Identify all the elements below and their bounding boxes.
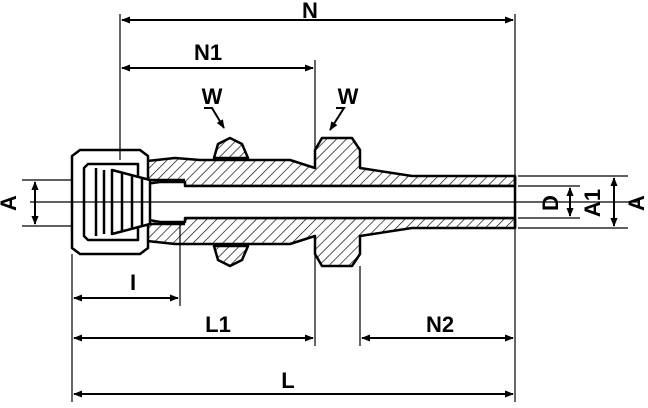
label-D: D [538,195,563,211]
dimension-lines [31,16,618,398]
labels: N N1 W W A D A1 A I L1 N2 L [0,0,648,393]
nut-ring-sections [212,136,250,268]
fitting-body [136,136,517,268]
lower-ring [212,244,250,268]
label-N: N [302,0,318,23]
label-W-right: W [338,84,359,109]
extension-lines [22,14,628,402]
label-L1: L1 [205,312,231,337]
label-A1: A1 [580,189,605,217]
body-upper-section [136,136,517,188]
label-N2: N2 [426,312,454,337]
label-L: L [281,368,294,393]
label-I: I [130,270,136,295]
label-W-left: W [202,84,223,109]
upper-ring [212,136,250,160]
body-lower-section [136,216,517,268]
label-A-left: A [0,195,21,211]
label-A-right: A [624,195,648,211]
w-leaders [204,107,346,131]
label-N1: N1 [194,40,222,65]
